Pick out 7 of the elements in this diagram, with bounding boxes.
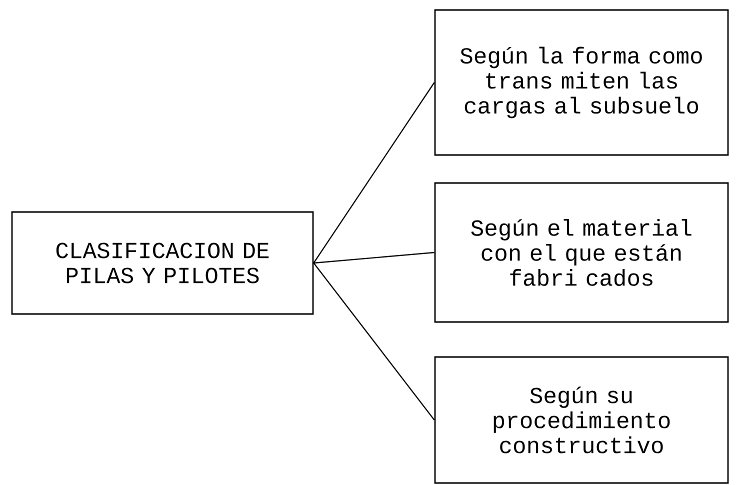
connector-line [313, 82, 435, 264]
text-box: Según el material con el que están fabri cados [434, 182, 729, 323]
connector-line [313, 262, 435, 420]
text-box: CLASIFICACION DE PILAS Y PILOTES [11, 211, 314, 315]
connector-line [314, 252, 434, 264]
text-box: Según su procedimiento constructivo [434, 356, 729, 484]
text-box: Según la forma como trans miten las cargas al subsuelo [434, 9, 729, 156]
